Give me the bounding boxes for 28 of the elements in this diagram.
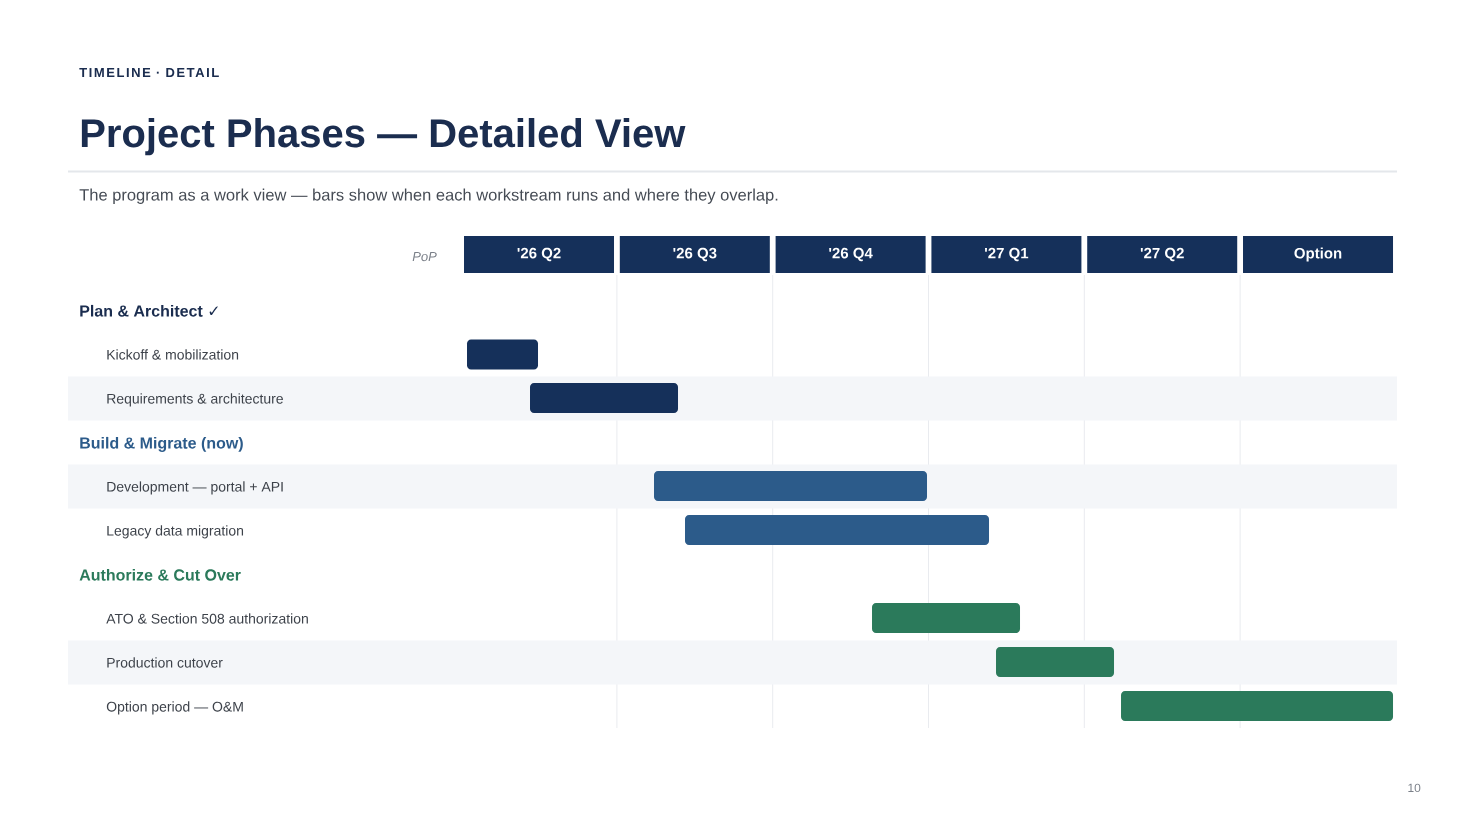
group-heading: Authorize & Cut Over [79,568,241,581]
column-header: '27 Q1 [931,236,1082,273]
gantt-bar [872,603,1020,633]
task-label: Development — portal + API [107,481,283,495]
page-number: 10 [1408,783,1421,793]
gantt-bar [996,647,1114,677]
task-label: Requirements & architecture [107,393,283,407]
task-label: Kickoff & mobilization [107,349,239,360]
subtitle: The program as a work view — bars show when each workstream runs and where they overlap. [79,188,778,204]
title: Project Phases — Detailed View [81,118,686,156]
axis-label: PoP [412,252,437,262]
gantt-bar [467,339,538,370]
task-label: Option period — O&M [106,701,243,715]
column-header: '26 Q3 [619,236,770,273]
gantt-bar [685,515,989,545]
gantt-bar [530,383,678,413]
group-heading: Plan & Architect ✓ [80,304,218,317]
column-header: '26 Q2 [464,236,614,273]
task-label: ATO & Section 508 authorization [106,613,308,624]
column-header: Option [1243,236,1393,273]
gantt-bar [1121,691,1393,721]
task-label: Production cutover [107,657,223,668]
group-heading: Build & Migrate (now) [80,436,243,452]
column-header: '26 Q4 [775,236,926,273]
column-header: '27 Q2 [1087,236,1238,273]
task-label: Legacy data migration [107,525,243,539]
eyebrow-label: TIMELINE · DETAIL [79,68,219,77]
gantt-bar [654,471,927,501]
